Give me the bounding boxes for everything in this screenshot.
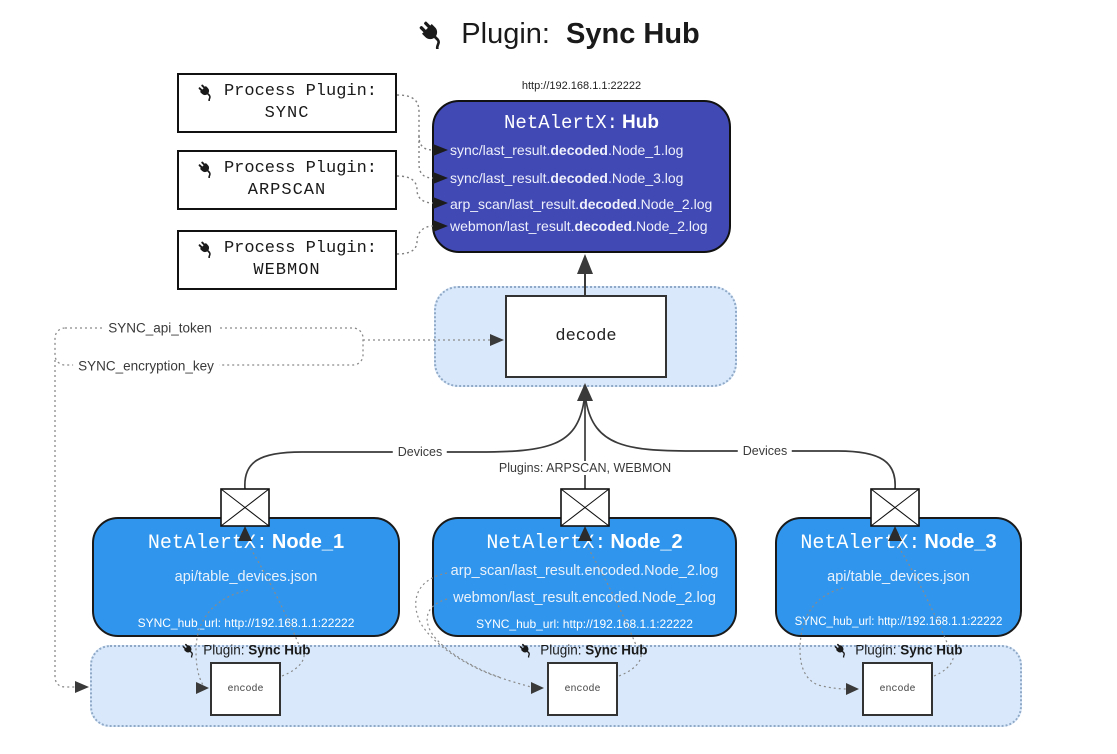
- encode-config-arrowhead: [75, 681, 89, 693]
- hub-log-line: webmon/last_result.decoded.Node_2.log: [450, 218, 708, 234]
- encode-plugin-label-1: Plugin: Sync Hub: [181, 642, 311, 658]
- hub-inbound-connectors: [396, 94, 434, 255]
- process-plugin-label: Process Plugin:: [223, 82, 378, 101]
- encode-box-2: encode: [547, 662, 618, 716]
- node-3-title: NetAlertX:Node_3: [800, 531, 997, 555]
- hub-title-name: Hub: [622, 112, 659, 133]
- node-2-file: webmon/last_result.encoded.Node_2.log: [453, 590, 716, 606]
- process-plugin-arpscan: Process Plugin: ARPSCAN: [177, 150, 397, 210]
- encode-box-1: encode: [210, 662, 281, 716]
- node-3-hub-url: SYNC_hub_url: http://192.168.1.1:22222: [794, 616, 1003, 628]
- node-2-title: NetAlertX:Node_2: [486, 531, 683, 555]
- node-1-title: NetAlertX:Node_1: [147, 531, 345, 555]
- process-plugin-sync: Process Plugin: SYNC: [177, 73, 397, 133]
- plug-icon: [197, 240, 215, 258]
- plug-icon: [181, 643, 196, 658]
- hub-url: http://192.168.1.1:22222: [521, 80, 642, 92]
- node-2-file: arp_scan/last_result.encoded.Node_2.log: [450, 563, 719, 579]
- node-1-hub-url: SYNC_hub_url: http://192.168.1.1:22222: [137, 616, 355, 630]
- decode-box: decode: [505, 295, 667, 378]
- node-2-hub-url: SYNC_hub_url: http://192.168.1.1:22222: [476, 617, 693, 631]
- process-plugin-name: SYNC: [264, 104, 310, 123]
- process-plugin-webmon: Process Plugin: WEBMON: [177, 230, 397, 290]
- node-3-file: api/table_devices.json: [827, 569, 970, 585]
- devices-curves: [244, 400, 896, 490]
- process-plugin-name: WEBMON: [253, 261, 321, 280]
- plug-icon: [833, 643, 848, 658]
- hub-log-line: sync/last_result.decoded.Node_3.log: [450, 170, 684, 186]
- encode-plugin-label-2: Plugin: Sync Hub: [518, 642, 648, 658]
- edge-label-devices-left: Devices: [392, 445, 448, 459]
- plug-icon: [197, 83, 215, 101]
- hub-log-line: sync/last_result.decoded.Node_1.log: [450, 142, 684, 158]
- config-encryption-key-label: SYNC_encryption_key: [73, 358, 219, 374]
- plug-icon: [518, 643, 533, 658]
- hub-title-prefix: NetAlertX:: [504, 112, 619, 134]
- hub-log-line: arp_scan/last_result.decoded.Node_2.log: [450, 196, 713, 212]
- plug-icon: [197, 160, 215, 178]
- node-1-file: api/table_devices.json: [174, 569, 318, 585]
- edge-label-plugins: Plugins: ARPSCAN, WEBMON: [493, 461, 677, 475]
- hub-title: NetAlertX:Hub: [432, 112, 731, 134]
- process-plugin-label: Process Plugin:: [223, 239, 378, 258]
- page-title: Plugin: Sync Hub: [0, 18, 1117, 51]
- config-api-token-label: SYNC_api_token: [103, 320, 217, 336]
- hub-node: [432, 100, 731, 253]
- page-title-label: Plugin:: [461, 18, 550, 50]
- plug-icon: [417, 19, 447, 49]
- edge-label-devices-right: Devices: [737, 444, 793, 458]
- encode-plugin-label-3: Plugin: Sync Hub: [833, 642, 963, 658]
- process-plugin-name: ARPSCAN: [247, 181, 327, 200]
- process-plugin-label: Process Plugin:: [223, 159, 378, 178]
- encode-box-3: encode: [862, 662, 933, 716]
- page-title-name: Sync Hub: [566, 18, 700, 50]
